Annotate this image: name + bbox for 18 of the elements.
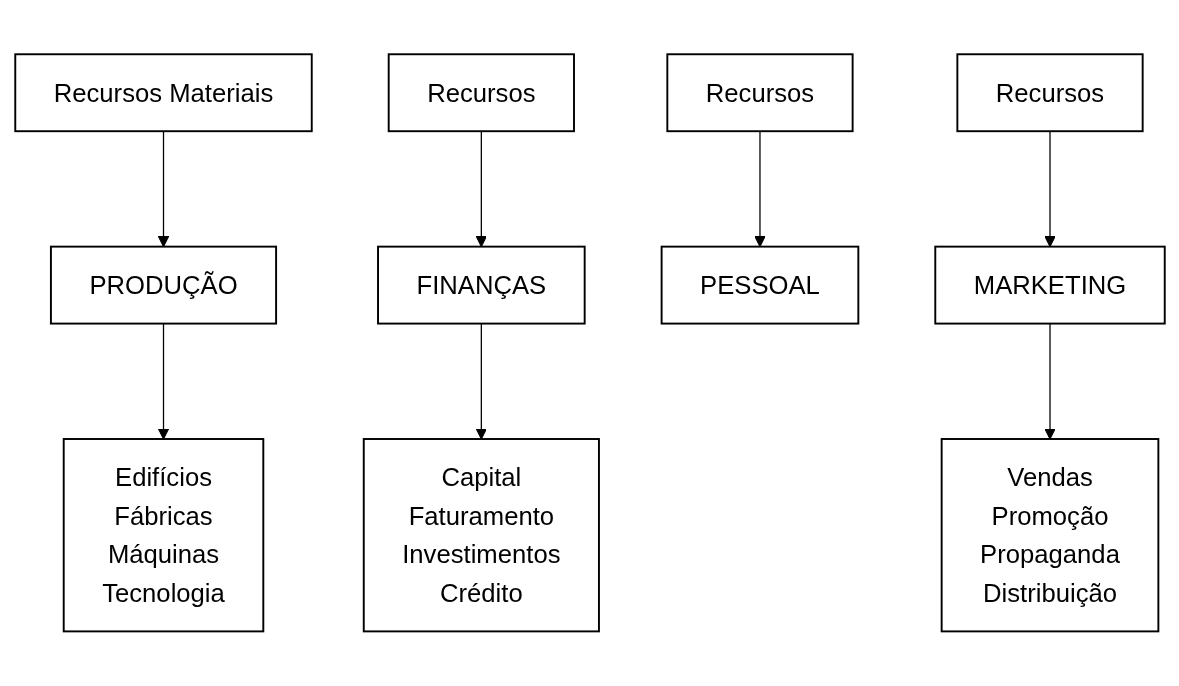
arrow	[157, 323, 169, 440]
node-box: FINANÇAS	[376, 245, 586, 325]
node-box: Edifícios Fábricas Máquinas Tecnologia	[62, 438, 264, 633]
node-box: Recursos	[665, 53, 854, 133]
arrow	[157, 130, 169, 248]
arrow	[753, 130, 766, 248]
node-box: Vendas Promoção Propaganda Distribuição	[940, 438, 1159, 633]
node-box: Recursos	[387, 53, 575, 133]
arrow	[475, 323, 487, 440]
node-box: MARKETING	[933, 245, 1166, 325]
node-box: Recursos	[955, 53, 1144, 133]
node-box: PESSOAL	[660, 245, 859, 325]
node-box: Capital Faturamento Investimentos Crédito	[362, 438, 600, 633]
arrow	[1043, 130, 1056, 248]
arrow	[475, 130, 487, 248]
node-box: Recursos Materiais	[13, 53, 313, 133]
node-box: PRODUÇÃO	[49, 245, 277, 325]
arrow	[1043, 323, 1056, 440]
